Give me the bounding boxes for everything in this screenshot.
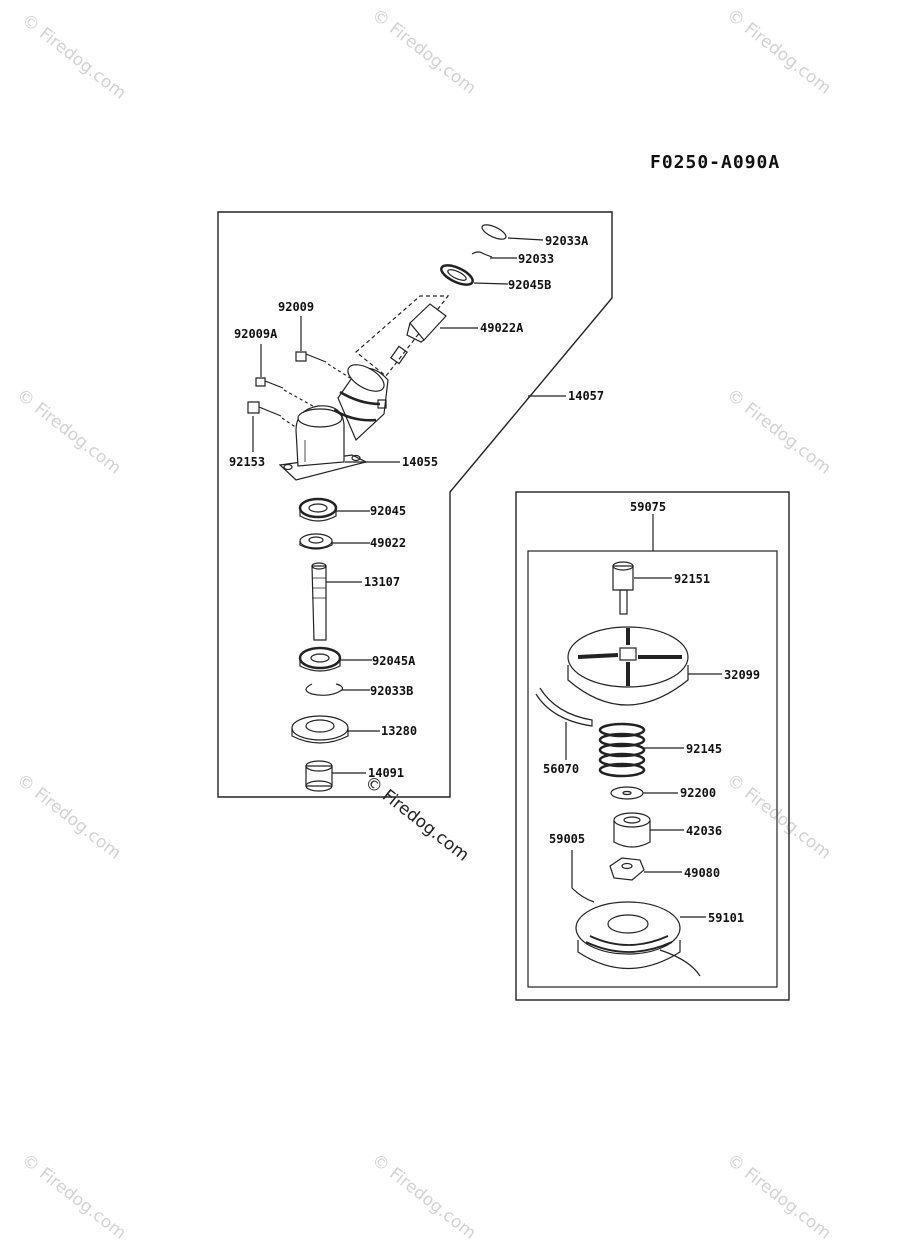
spool-59101	[575, 901, 701, 977]
bolt-92153	[247, 401, 282, 417]
part-label[interactable]: 92033	[518, 252, 554, 266]
part-label[interactable]: 92200	[680, 786, 716, 800]
part-label[interactable]: 59005	[549, 832, 585, 846]
assembly-frame-59075	[515, 491, 790, 1001]
collar-13280	[291, 715, 349, 744]
part-label[interactable]: 14091	[368, 766, 404, 780]
clip-92033	[471, 251, 493, 258]
part-label[interactable]: 92145	[686, 742, 722, 756]
bearing-92045	[298, 497, 338, 522]
gear-case-14055	[278, 364, 389, 481]
part-label[interactable]: 13107	[364, 575, 400, 589]
bearing-92045B	[440, 264, 474, 286]
part-label[interactable]: 92045	[370, 504, 406, 518]
part-label[interactable]: 92153	[229, 455, 265, 469]
circlip-92033B	[305, 683, 343, 696]
part-label[interactable]: 13280	[381, 724, 417, 738]
part-label[interactable]: 92151	[674, 572, 710, 586]
bushing-14091	[305, 760, 333, 792]
circlip-92033A	[481, 224, 507, 240]
nut-49080	[609, 857, 645, 881]
exploded-view-drawing: 92033A 92033 92045B 49022A 92009 92009A …	[217, 211, 790, 1001]
part-label[interactable]: 49022A	[480, 321, 524, 335]
adapter-42036	[613, 812, 651, 848]
part-label[interactable]: 92033B	[370, 684, 413, 698]
cover-32099	[567, 626, 689, 706]
part-label[interactable]: 92045B	[508, 278, 551, 292]
part-label[interactable]: 92009	[278, 300, 314, 314]
figure-code: F0250-A090A	[650, 152, 781, 173]
spacer-49022	[299, 533, 333, 550]
part-label[interactable]: 56070	[543, 762, 579, 776]
part-label[interactable]: 92033A	[545, 234, 589, 248]
part-label[interactable]: 14055	[402, 455, 438, 469]
bolt-92151	[612, 561, 634, 615]
bearing-92045A	[298, 646, 342, 672]
part-label[interactable]: 92009A	[234, 327, 278, 341]
part-label[interactable]: 32099	[724, 668, 760, 682]
assembly-frame-14057	[217, 211, 613, 798]
line-56070	[535, 687, 593, 727]
bolt-92009	[295, 351, 327, 363]
spring-92145	[598, 722, 646, 778]
part-label[interactable]: 92045A	[372, 654, 416, 668]
washer-92200	[610, 786, 644, 800]
part-label[interactable]: 14057	[568, 389, 604, 403]
spacer-kit-49022A	[355, 295, 450, 377]
part-label[interactable]: 49080	[684, 866, 720, 880]
parts-diagram-page: © Firedog.com © Firedog.com © Firedog.co…	[13, 5, 835, 1244]
part-label[interactable]: 59101	[708, 911, 744, 925]
part-label[interactable]: 59075	[630, 500, 666, 514]
shaft-13107	[311, 562, 327, 641]
part-label[interactable]: 49022	[370, 536, 406, 550]
bolt-92009A	[255, 377, 284, 389]
part-label[interactable]: 42036	[686, 824, 722, 838]
